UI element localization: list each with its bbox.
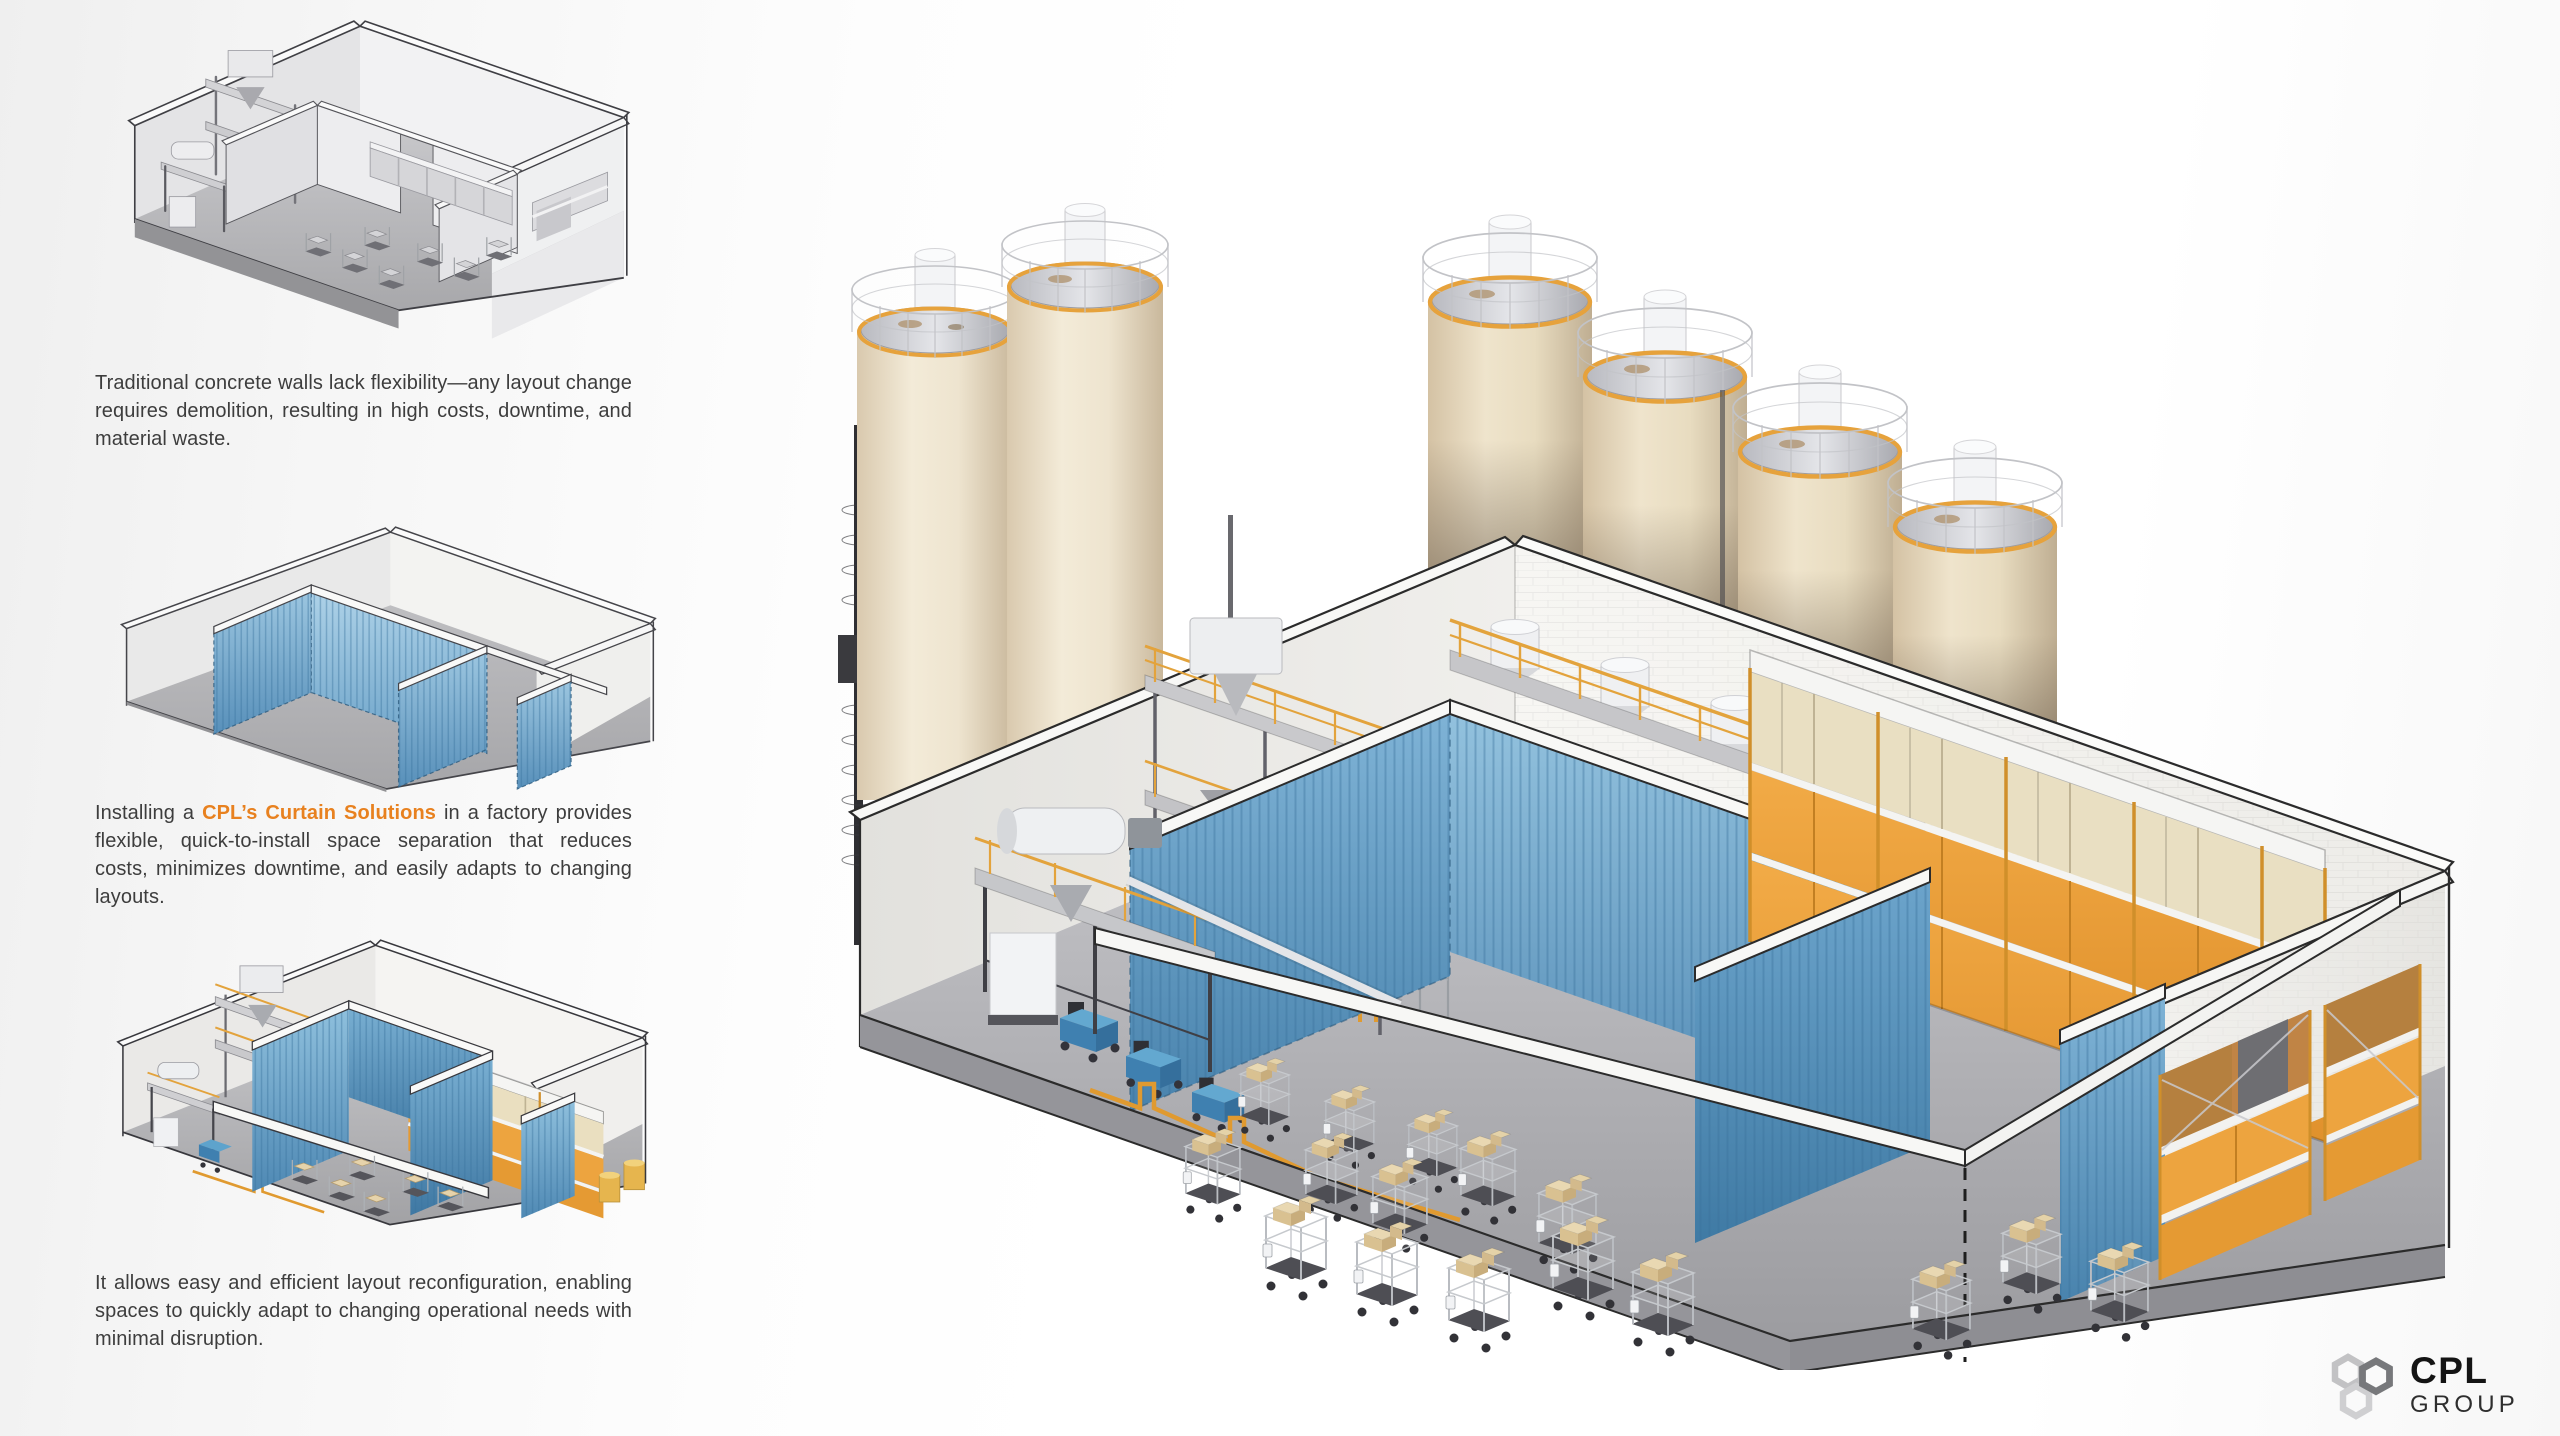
caption-text: Traditional concrete walls lack flexibil… <box>95 372 632 450</box>
curtain-rail <box>2059 982 2166 1046</box>
figure-reconfigured-factory <box>48 933 666 1241</box>
carts <box>291 1155 464 1217</box>
curtain-rail <box>516 673 572 706</box>
cpl-group-logo: CPL GROUP <box>2326 1350 2519 1422</box>
curtain-partition-illustration <box>119 526 657 792</box>
logo-group-text: GROUP <box>2410 1390 2520 1418</box>
drums <box>598 1159 645 1203</box>
brand-highlight: CPL’s Curtain Solutions <box>202 802 437 824</box>
figure-traditional-concrete-walls <box>55 12 665 362</box>
blue-curtain-right <box>2059 982 2166 1302</box>
curtain-rail <box>1694 866 1931 983</box>
curtain-track <box>212 1100 490 1199</box>
vacuum-conveyors <box>1060 1002 1461 1223</box>
caption-traditional-walls: Traditional concrete walls lack flexibil… <box>95 369 632 453</box>
caption-reconfiguration: It allows easy and efficient layout reco… <box>95 1269 632 1353</box>
caption-text: Installing a <box>95 802 203 824</box>
storage-rack-end <box>2158 964 2422 1280</box>
wall-skirt <box>491 210 624 339</box>
silo <box>1422 214 1598 580</box>
blue-curtain-transverse-mid <box>1694 866 1931 1243</box>
silo <box>851 248 1019 800</box>
traditional-factory-illustration <box>127 20 631 339</box>
curtain-rail <box>397 644 488 692</box>
caption-text: in a factory provides flexible, quick-to… <box>95 802 632 908</box>
caption-text: It allows easy and efficient layout reco… <box>95 1272 632 1350</box>
curtain-rail <box>310 584 488 655</box>
blue-curtains <box>213 584 608 790</box>
carts-gray <box>305 227 513 289</box>
floor-slab-edge <box>134 218 399 329</box>
reconfigured-factory-illustration <box>116 939 649 1226</box>
silo <box>1887 439 2063 745</box>
curtain-track-frame <box>1094 888 2401 1362</box>
shelf-gray <box>531 171 609 242</box>
main-factory-illustration <box>760 90 2560 1370</box>
logo-hexagons-icon <box>2331 1353 2393 1420</box>
wall-back-left <box>134 26 360 219</box>
caption-curtain-solutions: Installing a CPL’s Curtain Solutions in … <box>95 799 632 911</box>
logo-cpl-text: CPL <box>2410 1350 2489 1392</box>
figure-curtain-partitions <box>55 520 665 792</box>
rack-gray <box>369 141 513 226</box>
curtain-rail <box>1129 698 1451 851</box>
factory-cutaway-render <box>838 203 2455 1370</box>
